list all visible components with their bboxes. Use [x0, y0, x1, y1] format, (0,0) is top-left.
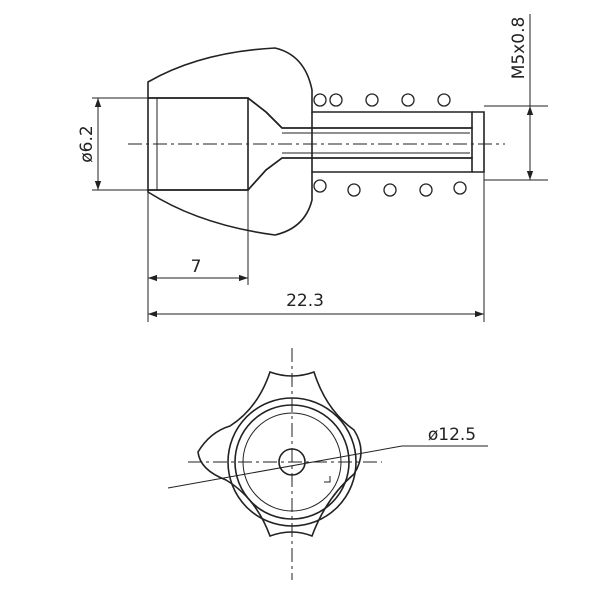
lobed-outline [197, 370, 362, 538]
dimension-overall-length: 22.3 [148, 172, 485, 322]
diameter-leader [167, 445, 403, 489]
thread-channel [265, 111, 473, 171]
spring-coils-top [313, 93, 451, 107]
bore-diameter-label: ø6.2 [77, 125, 97, 162]
thread-label: M5x0.8 [509, 17, 529, 80]
end-view: ø12.5 [167, 348, 488, 580]
bore-depth-label: 7 [191, 257, 202, 277]
overall-length-label: 22.3 [286, 291, 324, 311]
dimension-bore-depth: 7 [147, 190, 249, 322]
spring-coils-bottom [313, 179, 467, 197]
dimension-thread: M5x0.8 [484, 14, 548, 181]
body-section-upper [147, 47, 473, 129]
body-section-lower [147, 157, 473, 236]
shaft-end [472, 111, 485, 173]
section-view [128, 47, 505, 236]
dimension-bore-diameter: ø6.2 [77, 97, 148, 191]
flange-diameter-label: ø12.5 [428, 425, 476, 445]
